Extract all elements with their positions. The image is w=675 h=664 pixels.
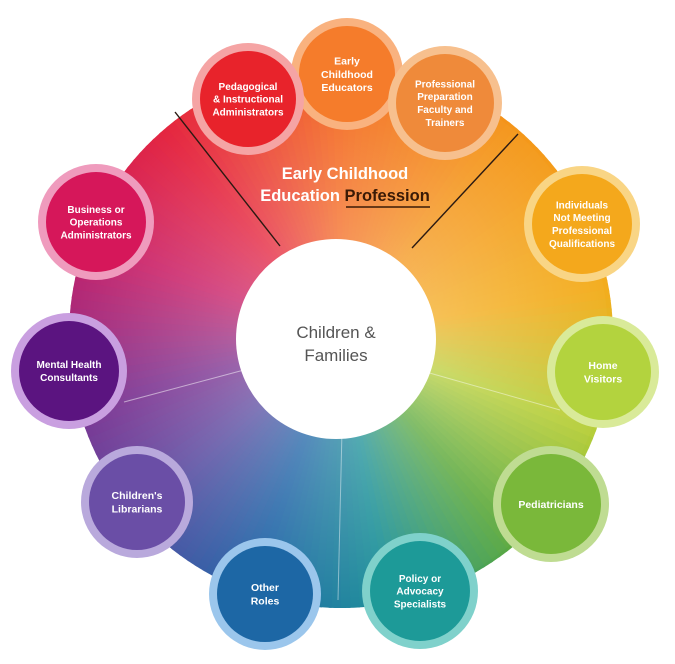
profession-label-line1: Early Childhood <box>282 165 409 183</box>
role-label-line: Pedagogical <box>219 82 278 93</box>
role-label-line: Administrators <box>212 107 284 118</box>
role-label-line: Roles <box>251 596 280 608</box>
center-circle <box>236 239 436 439</box>
role-label-line: Advocacy <box>396 587 444 598</box>
role-circle <box>370 541 470 641</box>
profession-label-line2: Education Profession <box>260 187 430 205</box>
role-label-line: Not Meeting <box>553 213 610 224</box>
role-circle <box>299 26 395 122</box>
role-label-line: Other <box>251 582 279 594</box>
role-label-line: Home <box>588 360 617 372</box>
profession-divider-right <box>411 133 519 249</box>
role-label-line: Educators <box>321 82 373 94</box>
role-label-line: Children's <box>112 490 163 502</box>
wheel-divider-left <box>123 369 245 403</box>
profession-divider-left <box>174 111 281 247</box>
role-circle <box>532 174 632 274</box>
role-circle <box>501 454 601 554</box>
role-label-line: Individuals <box>556 200 609 211</box>
role-circle <box>200 51 296 147</box>
role-circle <box>89 454 185 550</box>
role-circle <box>46 172 146 272</box>
profession-label-highlight: Profession <box>345 187 430 205</box>
role-circle <box>396 54 494 152</box>
role-label-line: Preparation <box>417 92 473 103</box>
center-hub: Children & Families <box>236 239 436 439</box>
role-label-line: Librarians <box>112 504 163 516</box>
role-label-line: Professional <box>415 79 475 90</box>
role-bubble-pediatricians: Pediatricians <box>493 446 609 562</box>
segment-dividers <box>123 111 561 601</box>
role-circle <box>217 546 313 642</box>
role-circle <box>555 324 651 420</box>
role-label-line: Visitors <box>584 374 622 386</box>
center-label-line1: Children & <box>296 323 376 342</box>
center-label-line2: Families <box>304 346 367 365</box>
role-label-line: Pediatricians <box>518 499 584 511</box>
role-label-line: Trainers <box>426 118 465 129</box>
role-label-line: Childhood <box>321 69 373 81</box>
role-label-line: Mental Health <box>36 360 101 371</box>
role-label-line: Operations <box>70 218 123 229</box>
role-label-line: Professional <box>552 226 612 237</box>
wheel-divider-bottom <box>337 429 343 601</box>
role-label-line: Business or <box>67 205 124 216</box>
role-circle <box>19 321 119 421</box>
role-label-line: Qualifications <box>549 239 616 250</box>
role-label-line: Early <box>334 55 360 67</box>
role-label-line: Policy or <box>399 574 441 585</box>
role-label-line: Faculty and <box>417 105 473 116</box>
role-label-line: Specialists <box>394 599 447 610</box>
role-label-line: Consultants <box>40 373 98 384</box>
profession-label: Early Childhood Education Profession <box>260 165 430 208</box>
role-label-line: & Instructional <box>213 95 283 106</box>
wheel-divider-right <box>425 371 561 411</box>
role-label-line: Administrators <box>60 230 132 241</box>
profession-label-prefix: Education <box>260 187 344 205</box>
